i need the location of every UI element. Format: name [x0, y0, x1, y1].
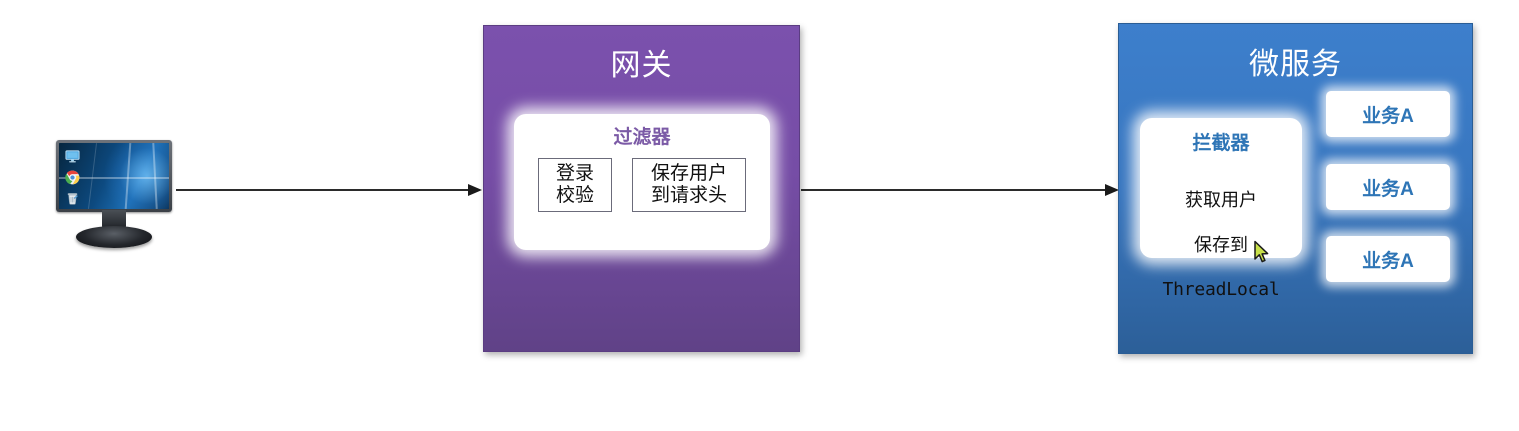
arrow-head [1105, 184, 1119, 196]
monitor-base [76, 226, 152, 248]
filter-step-save-user-to-header: 保存用户 到请求头 [632, 158, 746, 212]
filter-step-login-check: 登录 校验 [538, 158, 612, 212]
interceptor-body: 获取用户 保存到 ThreadLocal [1140, 166, 1302, 324]
business-box-1: 业务A [1326, 91, 1450, 137]
microservice-title: 微服务 [1249, 48, 1342, 81]
client-computer [48, 140, 180, 254]
arrow-shaft [801, 189, 1106, 191]
monitor-frame [56, 140, 172, 212]
wallpaper-pane [59, 177, 169, 179]
business-box-2: 业务A [1326, 164, 1450, 210]
monitor-neck [102, 210, 126, 230]
filter-card: 过滤器 登录 校验 保存用户 到请求头 [514, 114, 770, 250]
filter-title: 过滤器 [613, 127, 671, 148]
chrome-icon [65, 170, 80, 185]
arrow-gateway-to-service [801, 184, 1119, 196]
monitor-screen [59, 143, 169, 209]
interceptor-line-1: 获取用户 [1185, 189, 1257, 210]
arrow-head [468, 184, 482, 196]
my-computer-icon [65, 149, 80, 164]
interceptor-line-2: 保存到 [1194, 234, 1248, 255]
interceptor-line-3: ThreadLocal [1162, 278, 1280, 300]
gateway-title: 网关 [610, 49, 673, 82]
arrow-shaft [176, 189, 469, 191]
interceptor-card: 拦截器 获取用户 保存到 ThreadLocal [1140, 118, 1302, 300]
recycle-bin-icon [65, 191, 80, 206]
interceptor-title: 拦截器 [1192, 133, 1250, 154]
arrow-client-to-gateway [176, 184, 482, 196]
business-box-3: 业务A [1326, 236, 1450, 282]
